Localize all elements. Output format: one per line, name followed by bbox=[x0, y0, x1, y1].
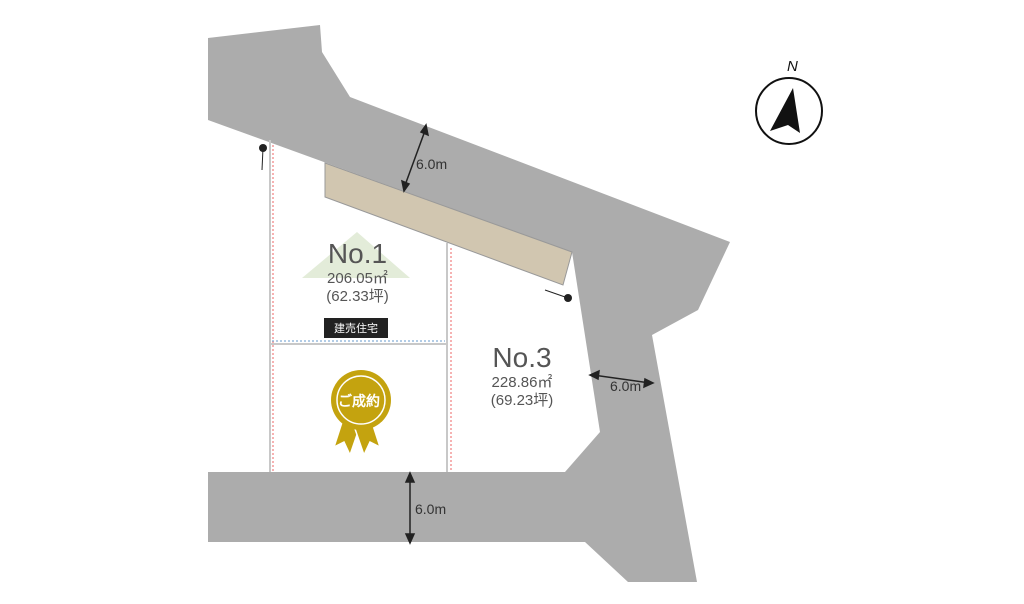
dimension-arrows bbox=[400, 123, 655, 545]
lot-3-area-m2: 228.86㎡ bbox=[491, 374, 553, 391]
lot-3-area-tsubo: (69.23坪) bbox=[490, 392, 554, 409]
road-width-bottom: 6.0m bbox=[415, 501, 447, 517]
setback-lines bbox=[272, 145, 452, 472]
road-width-top: 6.0m bbox=[416, 156, 448, 172]
lot-1-name: No.1 bbox=[327, 238, 388, 269]
lot-1-area-m2: 206.05㎡ bbox=[327, 270, 388, 287]
sold-ribbon-icon bbox=[331, 370, 391, 458]
road-width-right: 6.0m bbox=[610, 378, 642, 394]
compass-north-label: N bbox=[787, 58, 798, 75]
house-icon bbox=[302, 232, 410, 278]
sold-badge-label: ご成約 bbox=[338, 393, 380, 409]
lot-boundaries bbox=[269, 140, 448, 472]
lot-3[interactable]: No.3 228.86㎡ (69.23坪) bbox=[462, 342, 582, 410]
compass-icon bbox=[755, 77, 823, 145]
lot-1-area-tsubo: (62.33坪) bbox=[326, 288, 389, 305]
road-area bbox=[208, 25, 730, 582]
setback-strip bbox=[324, 162, 573, 286]
survey-marker-icon bbox=[259, 144, 572, 302]
lot-1-tag: 建売住宅 bbox=[324, 318, 388, 338]
lot-1[interactable]: No.1 206.05㎡ (62.33坪) bbox=[300, 238, 415, 306]
lot-3-name: No.3 bbox=[492, 342, 552, 373]
